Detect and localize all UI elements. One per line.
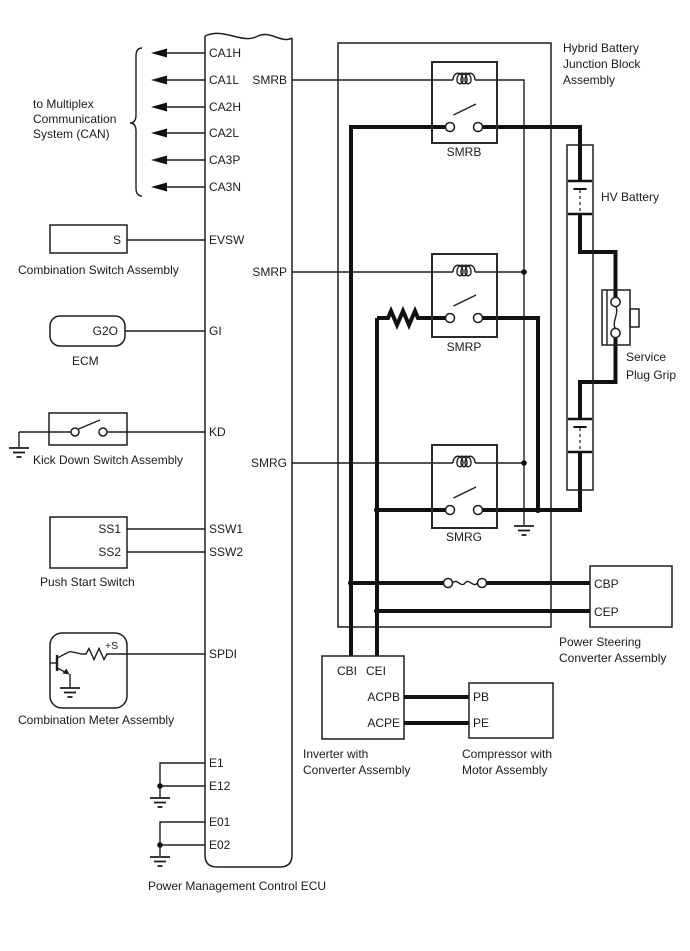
coil-icon xyxy=(452,455,476,468)
service-plug-label-2: Plug Grip xyxy=(626,368,676,382)
arrow-left-icon xyxy=(151,48,167,58)
pin-cbp: CBP xyxy=(594,577,619,591)
pin-cbi: CBI xyxy=(337,664,357,678)
arrow-left-icon xyxy=(151,75,167,85)
inverter-label-1: Inverter with xyxy=(303,747,368,761)
pin-ca1h: CA1H xyxy=(209,46,241,60)
inverter-with-converter: CBI CEI ACPB ACPE Inverter with Converte… xyxy=(303,655,410,777)
ecm-label: ECM xyxy=(72,354,99,368)
pin-ssw2: SSW2 xyxy=(209,545,243,559)
can-note-line1: to Multiplex xyxy=(33,97,94,111)
kick-down-label: Kick Down Switch Assembly xyxy=(33,453,183,467)
power-steering-label-2: Converter Assembly xyxy=(559,651,666,665)
arrow-left-icon xyxy=(151,182,167,192)
coil-icon xyxy=(452,264,476,277)
inverter-label-2: Converter Assembly xyxy=(303,763,410,777)
wire-label-smrg: SMRG xyxy=(251,456,287,470)
compressor-with-motor: PB PE Compressor with Motor Assembly xyxy=(404,682,554,777)
pin-ca1l: CA1L xyxy=(209,73,239,87)
junction-block-label-2: Junction Block xyxy=(563,57,641,71)
arrow-left-icon xyxy=(151,155,167,165)
pin-acpe: ACPE xyxy=(367,716,400,730)
service-plug-label-1: Service xyxy=(626,350,666,364)
push-start-switch: SS1 SS2 Push Start Switch SSW1 SSW2 xyxy=(40,516,243,589)
relay-smrg: SMRG xyxy=(431,444,498,544)
pin-plus-s: +S xyxy=(105,640,118,652)
combination-switch-assembly: S Combination Switch Assembly EVSW xyxy=(18,224,245,277)
can-arrow-wires xyxy=(151,48,205,192)
ecu-can-pin-labels: CA1H CA1L CA2H CA2L CA3P CA3N xyxy=(209,46,241,194)
ground-icon xyxy=(513,525,535,536)
ground-icon xyxy=(8,447,30,458)
fuse-icon xyxy=(442,577,488,589)
pin-evsw: EVSW xyxy=(209,233,245,247)
pin-e1: E1 xyxy=(209,756,224,770)
pin-ss1: SS1 xyxy=(98,522,121,536)
transistor-icon xyxy=(50,650,81,698)
pin-pe: PE xyxy=(473,716,489,730)
power-steering-label-1: Power Steering xyxy=(559,635,641,649)
pin-ss2: SS2 xyxy=(98,545,121,559)
coil-icon xyxy=(452,72,476,85)
hv-battery-label: HV Battery xyxy=(601,190,659,204)
kick-down-switch-assembly: Kick Down Switch Assembly KD xyxy=(8,412,226,467)
relay-smrb-label: SMRB xyxy=(447,145,482,159)
arrow-left-icon xyxy=(151,102,167,112)
pin-e02: E02 xyxy=(209,838,231,852)
high-voltage-bus-wires xyxy=(348,125,618,656)
pin-spdi: SPDI xyxy=(209,647,237,661)
relay-smrb: SMRB xyxy=(431,61,498,159)
ecm: G2O ECM GI xyxy=(49,315,222,368)
pin-cei: CEI xyxy=(366,664,386,678)
relay-control-wires xyxy=(292,79,535,536)
compressor-label-1: Compressor with xyxy=(462,747,552,761)
pin-ca3n: CA3N xyxy=(209,180,241,194)
hv-battery: HV Battery xyxy=(566,144,659,491)
battery-icon xyxy=(566,417,594,454)
push-start-label: Push Start Switch xyxy=(40,575,135,589)
service-plug-grip: Service Plug Grip xyxy=(601,289,676,382)
wire-label-smrp: SMRP xyxy=(252,265,287,279)
relay-smrp-label: SMRP xyxy=(447,340,482,354)
can-section: to Multiplex Communication System (CAN) … xyxy=(33,46,241,197)
power-management-ecu-box: Power Management Control ECU xyxy=(148,32,326,893)
ground-icon xyxy=(149,856,171,867)
can-brace xyxy=(129,47,143,197)
pin-pb: PB xyxy=(473,690,489,704)
wire-label-smrb: SMRB xyxy=(252,73,287,87)
arrow-left-icon xyxy=(151,128,167,138)
power-steering-converter: CBP CEP Power Steering Converter Assembl… xyxy=(559,565,673,665)
pin-e12: E12 xyxy=(209,779,231,793)
pin-kd: KD xyxy=(209,425,226,439)
ecu-ground-pins: E1 E12 E01 E02 xyxy=(149,756,231,867)
pin-ca2l: CA2L xyxy=(209,126,239,140)
pin-gi: GI xyxy=(209,324,222,338)
pin-cep: CEP xyxy=(594,605,619,619)
can-note-line3: System (CAN) xyxy=(33,127,110,141)
resistor-icon xyxy=(69,646,111,662)
compressor-label-2: Motor Assembly xyxy=(462,763,547,777)
ground-icon xyxy=(59,687,81,698)
pin-acpb: ACPB xyxy=(367,690,400,704)
battery-icon xyxy=(566,179,594,216)
pin-e01: E01 xyxy=(209,815,231,829)
ecu-title: Power Management Control ECU xyxy=(148,879,326,893)
hybrid-battery-junction-block: Hybrid Battery Junction Block Assembly xyxy=(337,41,641,628)
relay-smrp: SMRP xyxy=(431,253,498,354)
pin-g2o: G2O xyxy=(93,324,118,338)
combination-meter-label: Combination Meter Assembly xyxy=(18,713,174,727)
combination-meter-assembly: +S Combination Meter Assembly SPDI xyxy=(18,632,237,727)
junction-block-label-3: Assembly xyxy=(563,73,615,87)
ground-icon xyxy=(149,797,171,808)
can-note-line2: Communication xyxy=(33,112,116,126)
pin-s: S xyxy=(113,233,121,247)
pin-ssw1: SSW1 xyxy=(209,522,243,536)
junction-block-label-1: Hybrid Battery xyxy=(563,41,639,55)
relay-smrg-label: SMRG xyxy=(446,530,482,544)
combination-switch-label: Combination Switch Assembly xyxy=(18,263,179,277)
pin-ca3p: CA3P xyxy=(209,153,240,167)
pin-ca2h: CA2H xyxy=(209,100,241,114)
ecu-relay-wire-labels: SMRB SMRP SMRG xyxy=(251,73,287,470)
